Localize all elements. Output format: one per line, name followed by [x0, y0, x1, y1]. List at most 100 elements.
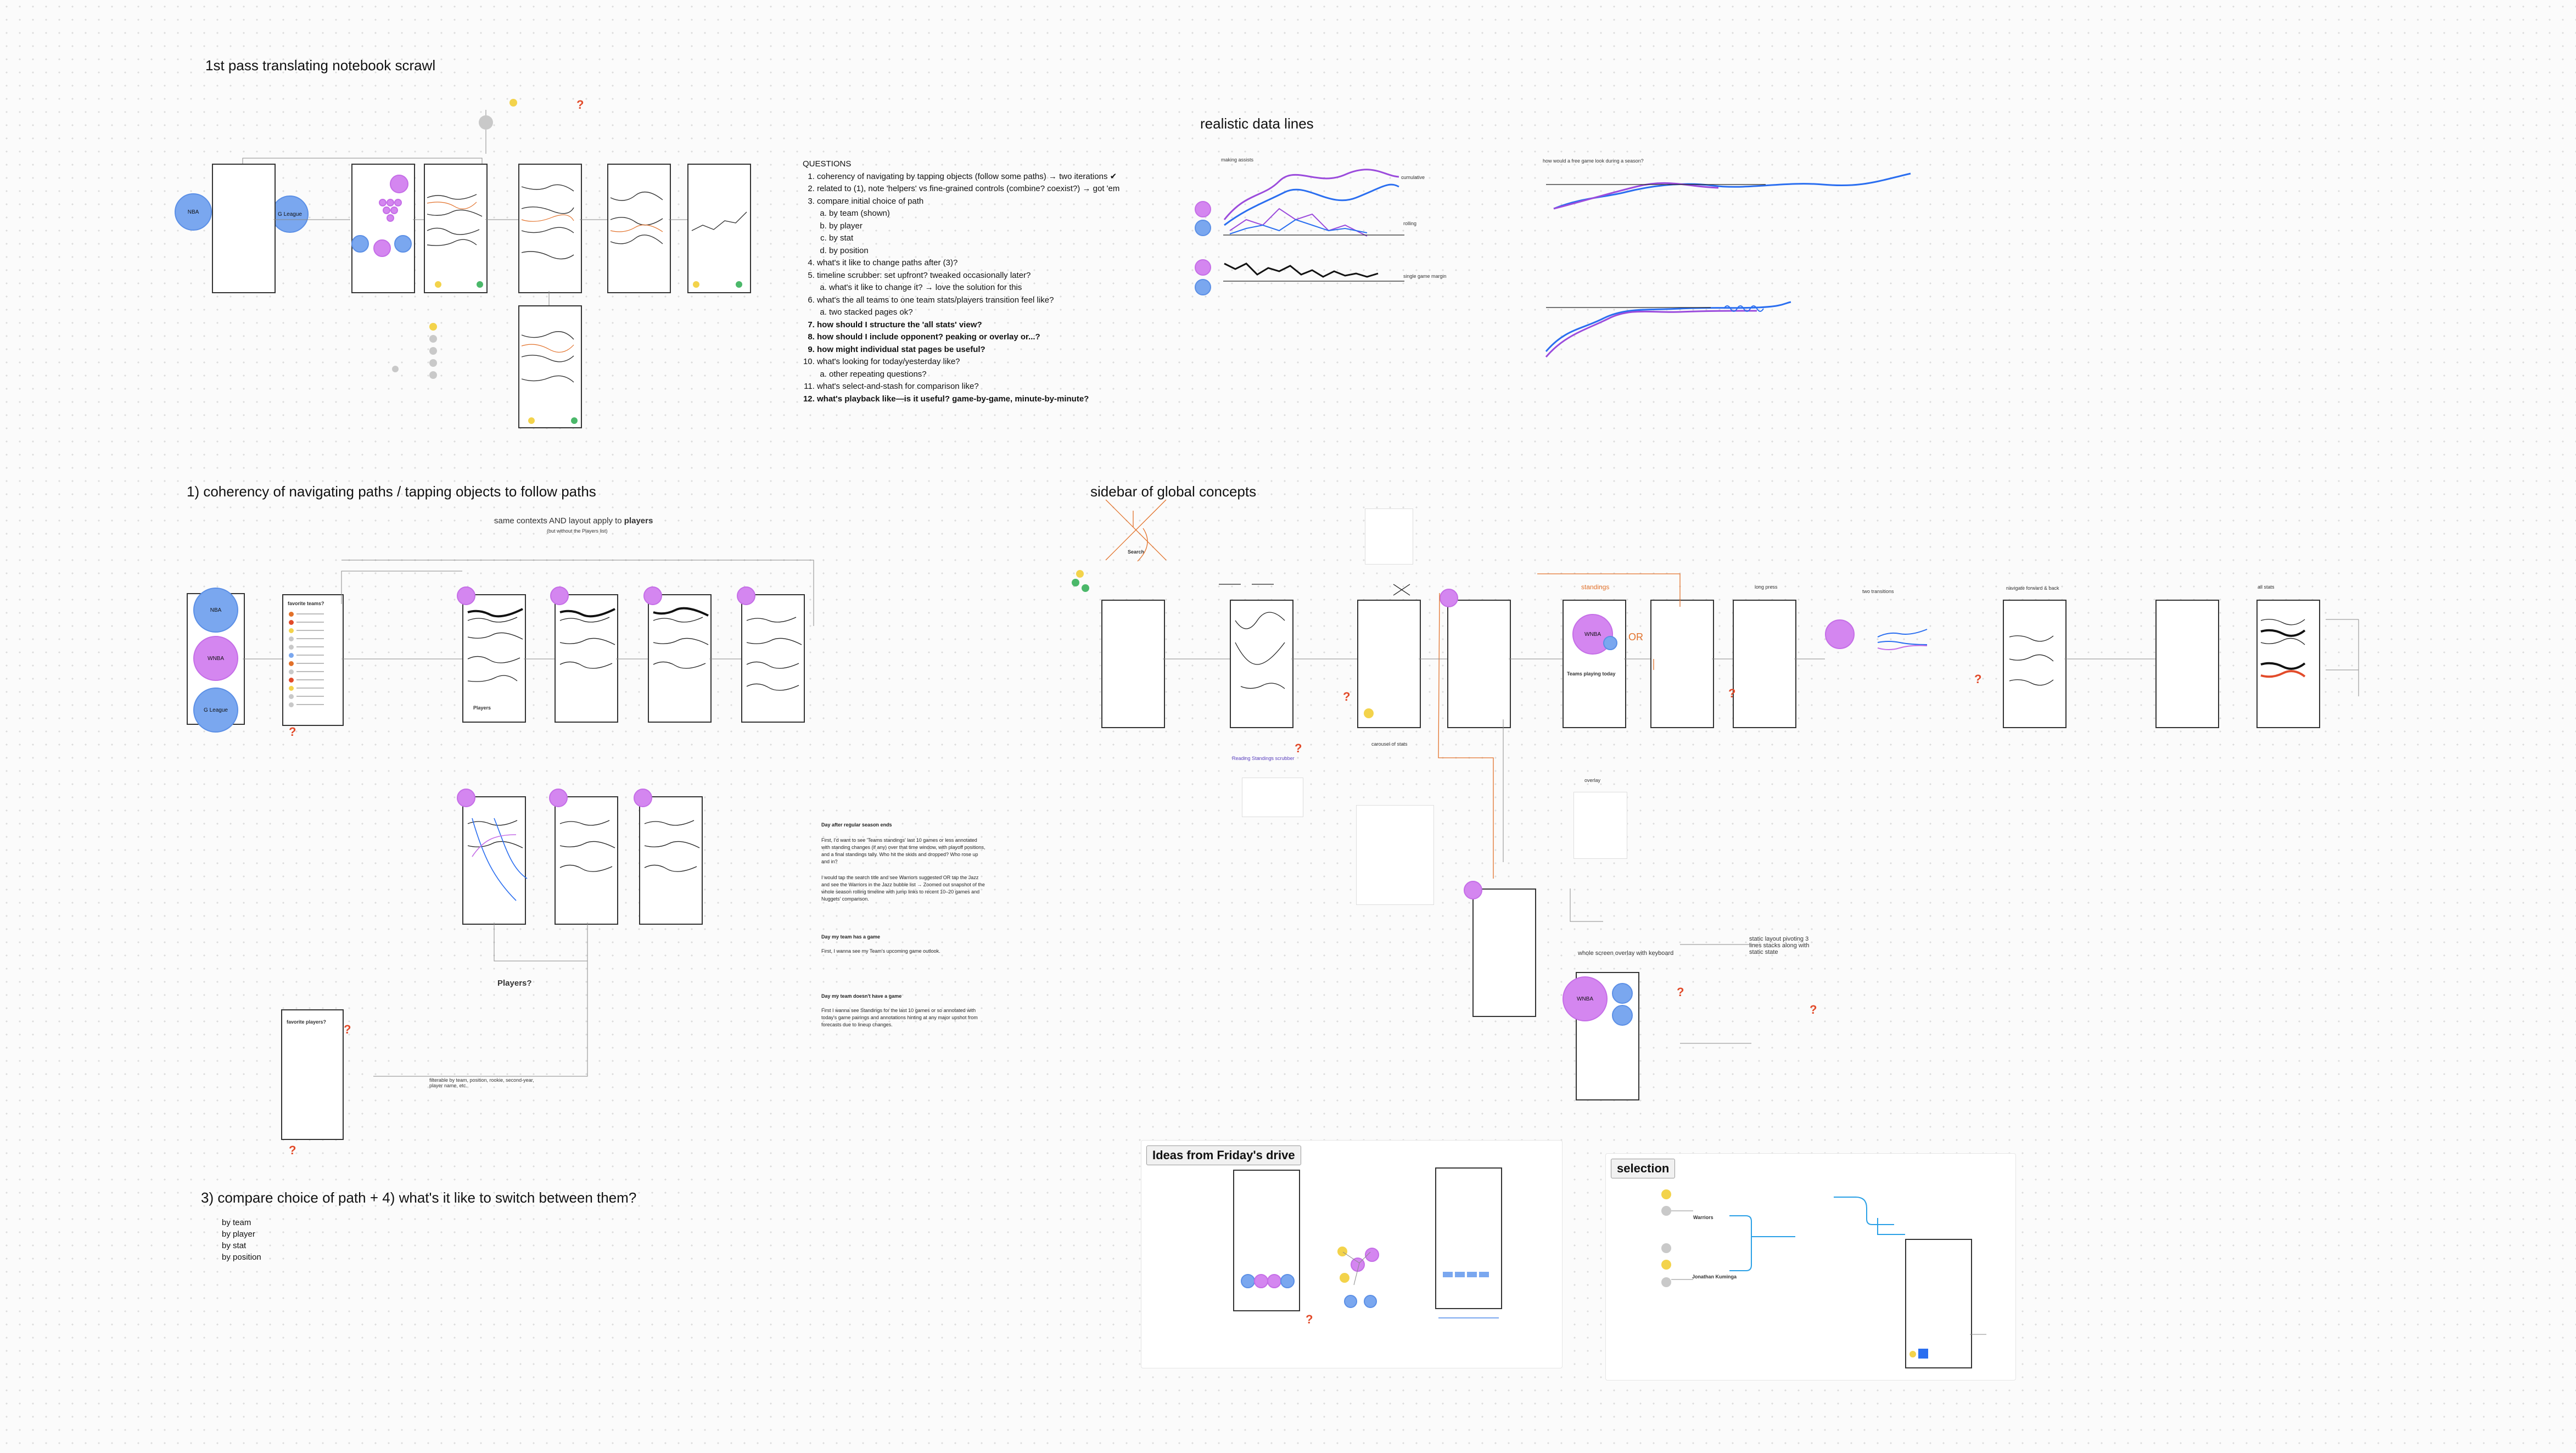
grey-dot-icon [392, 366, 399, 372]
notebook-frame-1 [212, 164, 276, 293]
section-title-data-lines: realistic data lines [1200, 115, 1314, 132]
team-color-dot[interactable] [289, 612, 294, 617]
green-dot-icon [1072, 579, 1079, 586]
question-text: what's select-and-stash for comparison l… [817, 382, 979, 391]
single-game-label: single game margin [1403, 273, 1447, 279]
team-color-dot[interactable] [289, 653, 294, 658]
blue-dot-icon [1612, 1005, 1633, 1026]
selection-frame [1905, 1239, 1972, 1368]
team-color-dot[interactable] [289, 620, 294, 625]
team-color-dot[interactable] [289, 661, 294, 666]
season-question-label: how would a free game look during a seas… [1543, 158, 1644, 164]
section-title-sidebar: sidebar of global concepts [1090, 483, 1257, 500]
blue-dot-icon [1280, 1274, 1295, 1288]
notebook-frame-4 [518, 164, 582, 293]
path-item: by position [222, 1253, 261, 1262]
filterable-label: filterable by team, position, rookie, se… [429, 1077, 534, 1088]
section-title-notebook: 1st pass translating notebook scrawl [205, 57, 436, 74]
dot-cluster-icon [387, 199, 394, 206]
wnba-bubble[interactable]: WNBA [193, 636, 238, 681]
player-frame-1 [462, 796, 526, 925]
path-item: by player [222, 1230, 255, 1239]
g-league-circle[interactable]: G League [271, 195, 309, 233]
question-text: coherency of navigating by tapping objec… [817, 171, 1117, 181]
wnba-overlay-circle[interactable]: WNBA [1563, 976, 1608, 1021]
team-color-dot[interactable] [289, 694, 294, 699]
standings-label: standings [1581, 583, 1610, 591]
notebook-yellow-node [509, 99, 517, 107]
question-subitem: by position [829, 245, 1154, 258]
concept-frame-11 [1472, 888, 1536, 1017]
purple-node-icon [737, 586, 755, 605]
scrubber-label: Reading Standings scrubber [1232, 756, 1295, 761]
purple-node-icon [634, 789, 652, 807]
question-mark-icon: ? [1677, 985, 1684, 999]
team-color-dot[interactable] [289, 628, 294, 633]
yellow-dot-icon [1909, 1351, 1916, 1357]
two-transitions-label: two transitions [1862, 589, 1894, 594]
question-subitem: two stacked pages ok? [829, 306, 1154, 319]
team-frame-4 [741, 594, 805, 723]
nba-circle[interactable]: NBA [175, 193, 212, 231]
question-mark-icon: ? [1295, 741, 1302, 755]
yellow-dot-icon [1337, 1247, 1347, 1256]
question-mark-icon: ? [289, 725, 296, 739]
team-color-dot[interactable] [289, 636, 294, 641]
team-color-dot[interactable] [289, 645, 294, 650]
concept-frame-8 [2003, 600, 2067, 728]
question-item: how should I include opponent? peaking o… [817, 331, 1154, 344]
team-color-dot[interactable] [289, 702, 294, 707]
whole-screen-label: whole screen overlay with keyboard [1578, 950, 1674, 957]
g-league-bubble-label: G League [204, 707, 228, 713]
question-subitem: what's it like to change it? → love the … [829, 282, 1154, 294]
question-mark-icon: ? [576, 98, 584, 111]
team-name-placeholder [296, 696, 324, 697]
teams-playing-today-label: Teams playing today [1567, 671, 1616, 677]
day-no-game-body: First I wanna see Standings for the last… [821, 1008, 978, 1027]
yellow-dot-icon [1661, 1189, 1671, 1199]
day-no-game-title: Day my team doesn't have a game [821, 993, 902, 999]
green-dot-icon [571, 417, 578, 424]
options-panel [1365, 508, 1413, 565]
questions-ordered-list: coherency of navigating by tapping objec… [803, 171, 1154, 406]
yellow-dot-icon [435, 281, 441, 288]
day-after-body-2: I would tap the search title and see War… [821, 875, 985, 902]
yellow-dot-icon [1340, 1273, 1349, 1283]
team-color-dot[interactable] [289, 686, 294, 691]
wnba-overlay-label: WNBA [1577, 996, 1593, 1002]
cumulative-label: cumulative [1401, 175, 1425, 180]
purple-node-icon [457, 586, 475, 605]
questions-heading: QUESTIONS [803, 159, 852, 169]
question-item: what's select-and-stash for comparison l… [817, 381, 1154, 393]
grey-dot-icon [1661, 1206, 1671, 1216]
selection-square-icon [1918, 1349, 1928, 1359]
question-sublist: what's it like to change it? → love the … [817, 282, 1154, 294]
player-frame-3 [639, 796, 703, 925]
long-press-label: long press [1755, 584, 1778, 590]
team-name-placeholder [296, 704, 324, 705]
g-league-bubble[interactable]: G League [193, 688, 238, 733]
yellow-dot-icon [1364, 708, 1374, 718]
grey-dot-icon [429, 359, 437, 367]
all-stats-label: all stats [2258, 584, 2275, 590]
team-color-dot[interactable] [289, 678, 294, 683]
dot-cluster-icon [390, 206, 398, 214]
favorite-teams-label: favorite teams? [288, 601, 324, 606]
notebook-purple-node-2 [373, 239, 391, 257]
question-mark-icon: ? [344, 1022, 351, 1036]
grey-dot-icon [429, 347, 437, 355]
grey-dot-icon [429, 371, 437, 379]
purple-node-icon [1464, 881, 1482, 899]
team-color-dot[interactable] [289, 669, 294, 674]
nba-bubble[interactable]: NBA [193, 588, 238, 633]
player-frame-2 [555, 796, 618, 925]
question-sublist: other repeating questions? [817, 368, 1154, 381]
grey-dot-icon [1661, 1243, 1671, 1253]
grey-dot-icon [1661, 1277, 1671, 1287]
question-mark-icon: ? [1810, 1003, 1817, 1016]
question-mark-icon: ? [289, 1143, 296, 1157]
team-name-placeholder [296, 688, 324, 689]
